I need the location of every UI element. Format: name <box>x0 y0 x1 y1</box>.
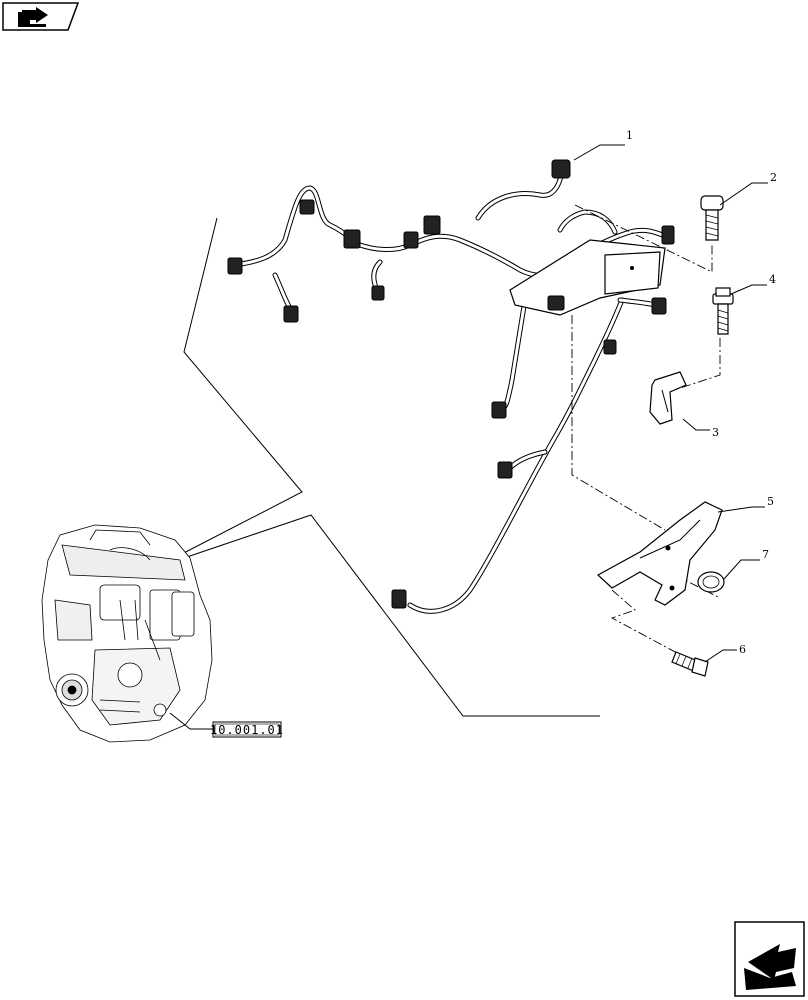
detail-leader-lines <box>175 217 600 717</box>
part-5-plate <box>596 501 723 606</box>
part-4-bolt <box>712 287 734 335</box>
callout-7: 7 <box>762 548 769 561</box>
part-6-bolt <box>671 651 709 677</box>
callouts: 1 2 3 4 5 6 7 <box>573 129 777 663</box>
callout-2: 2 <box>770 171 777 184</box>
callout-5: 5 <box>767 495 774 508</box>
callout-6: 6 <box>739 643 746 656</box>
reference-box[interactable]: 10.001.01 <box>169 712 284 738</box>
engine-thumbnail <box>41 524 213 743</box>
next-page-arrow-icon[interactable] <box>734 921 805 997</box>
part-3-bracket <box>649 371 687 425</box>
callout-1: 1 <box>626 129 633 142</box>
callout-4: 4 <box>769 273 776 286</box>
part-7-clamp <box>697 571 725 593</box>
reference-label: 10.001.01 <box>210 723 284 737</box>
callout-3: 3 <box>712 426 719 439</box>
part-2-screw <box>700 195 724 241</box>
book-arrow-icon[interactable] <box>2 2 80 31</box>
wiring-harness <box>227 159 675 614</box>
